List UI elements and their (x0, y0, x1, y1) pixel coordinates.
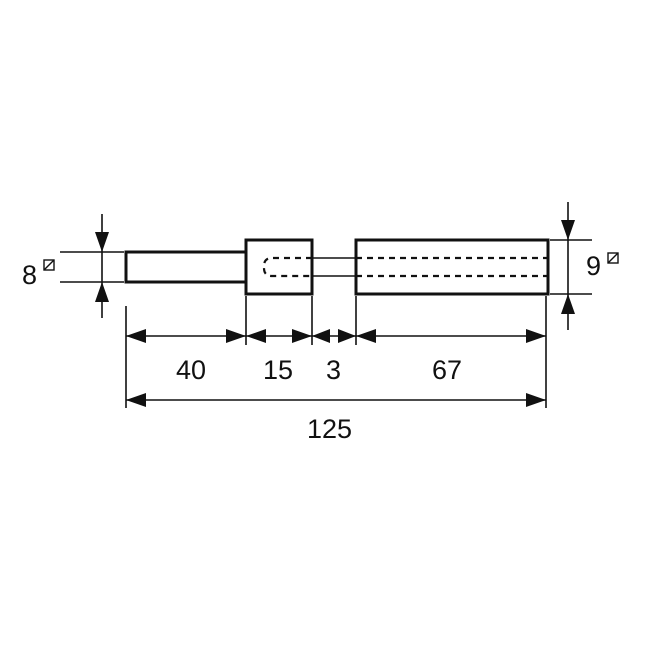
overall-dimension-line (126, 393, 546, 407)
arrowhead (226, 329, 246, 343)
segment-length-label-2: 15 (263, 355, 293, 385)
middle-sleeve (244, 238, 314, 296)
overall-length-label: 125 (307, 414, 352, 444)
left-rod (124, 250, 248, 284)
arrowhead (526, 329, 546, 343)
arrowhead (561, 294, 575, 314)
square-symbol-icon (43, 259, 55, 271)
arrowhead (561, 220, 575, 240)
arrowhead (246, 329, 266, 343)
arrowhead (292, 329, 312, 343)
segment-length-label-1: 40 (176, 355, 206, 385)
hidden-bore-outline (262, 256, 548, 278)
left-height-label: 8 (22, 260, 37, 290)
arrowhead (356, 329, 376, 343)
arrowhead (126, 329, 146, 343)
arrowhead (95, 232, 109, 252)
square-symbol-icon (607, 252, 619, 264)
right-height-label: 9 (586, 251, 601, 281)
arrowhead (95, 282, 109, 302)
arrowhead (338, 329, 356, 343)
arrowhead (526, 393, 546, 407)
segment-dimension-line (126, 329, 546, 343)
segment-length-label-3: 3 (326, 355, 341, 385)
arrowhead (312, 329, 330, 343)
height-dimension-right (561, 202, 575, 330)
segment-length-label-4: 67 (432, 355, 462, 385)
right-body (354, 238, 550, 296)
arrowhead (126, 393, 146, 407)
height-dimension-left (95, 214, 109, 318)
